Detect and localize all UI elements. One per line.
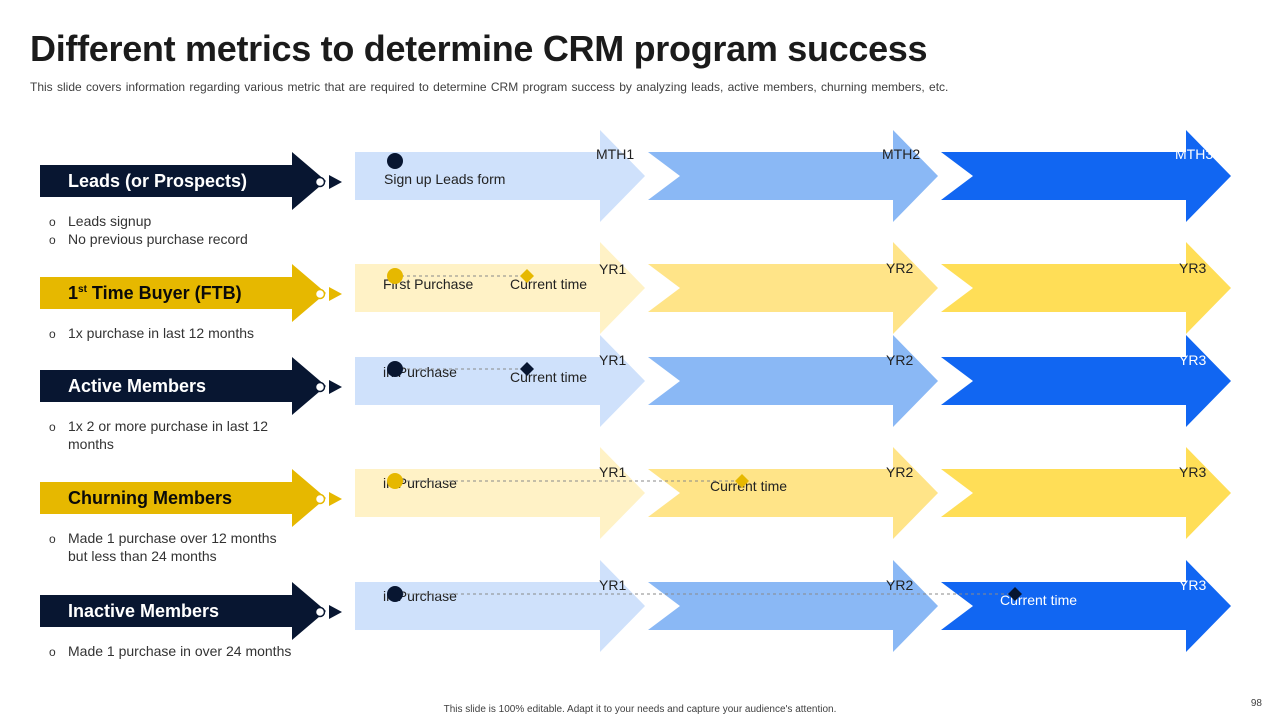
metric-label-arrow: Active Members [40, 357, 326, 415]
timeline-segment-arrow [648, 447, 938, 539]
timeline-segment-label: YR2 [886, 464, 914, 480]
footer-note: This slide is 100% editable. Adapt it to… [443, 704, 837, 715]
bullet-item: No previous purchase record [48, 230, 298, 249]
timeline-segment-label: YR2 [886, 577, 914, 593]
label-arrow-shape [40, 357, 326, 415]
page-number: 98 [1250, 698, 1262, 709]
connector-icon [314, 175, 342, 189]
label-arrow-shape [40, 152, 326, 210]
label-arrow-shape [40, 582, 326, 640]
bullet-item: 1x 2 or more purchase in last 12 months [48, 417, 298, 453]
timeline-segment-arrow [648, 335, 938, 427]
metric-name: Active Members [68, 357, 206, 415]
timeline-segment-label: YR3 [1179, 464, 1207, 480]
metric-bullets: Made 1 purchase in over 24 months [48, 642, 298, 661]
timeline-arrows [355, 560, 1231, 652]
timeline-segment-arrow [941, 130, 1231, 222]
metric-label-arrow: 1st Time Buyer (FTB) [40, 264, 326, 322]
timeline-track: YR1 YR2 YR3 in Purchase Current time [355, 335, 1250, 427]
timeline-segment-arrow [355, 335, 645, 427]
timeline-segment-label: MTH3 [1175, 146, 1214, 162]
timeline-segment-label: YR3 [1179, 260, 1207, 276]
label-arrow-shape [40, 469, 326, 527]
metric-name-main: 1 [68, 283, 79, 303]
connector-icon [314, 380, 342, 394]
timeline-segment-arrow [941, 560, 1231, 652]
bullet-item: 1x purchase in last 12 months [48, 324, 298, 343]
timeline-arrows [355, 242, 1231, 334]
timeline-segment-label: YR3 [1179, 352, 1207, 368]
timeline-arrows [355, 130, 1231, 222]
connector-icon [314, 492, 342, 506]
connector-icon [314, 287, 342, 301]
timeline-segment-label: YR1 [599, 261, 627, 277]
timeline-track: YR1 YR2 YR3 in Purchase Current time [355, 560, 1250, 652]
metric-name-main: Churning Members [68, 488, 233, 508]
bullet-item: Made 1 purchase over 12 months but less … [48, 529, 298, 565]
metric-bullets: Made 1 purchase over 12 months but less … [48, 529, 298, 565]
metric-name-main: Leads (or Prospects) [68, 171, 248, 191]
metric-bullets: 1x 2 or more purchase in last 12 months [48, 417, 298, 453]
event-label: Current time [710, 478, 788, 494]
timeline-segment-arrow [941, 242, 1231, 334]
bullet-item: Made 1 purchase in over 24 months [48, 642, 298, 661]
timeline-segment-label: MTH2 [882, 146, 921, 162]
event-label: in Purchase [383, 364, 457, 380]
timeline-segment-arrow [355, 560, 645, 652]
metric-row: Churning MembersMade 1 purchase over 12 … [0, 447, 1280, 589]
timeline-segment-label: YR1 [599, 352, 627, 368]
connector-icon [314, 605, 342, 619]
timeline-segment-arrow [355, 242, 645, 334]
timeline-segment-arrow [648, 560, 938, 652]
metric-name: Inactive Members [68, 582, 219, 640]
timeline-segment-arrow [941, 447, 1231, 539]
event-label: in Purchase [383, 475, 457, 491]
metric-bullets: 1x purchase in last 12 months [48, 324, 298, 343]
timeline-arrows [355, 447, 1231, 539]
metric-name-rest: Time Buyer (FTB) [86, 283, 242, 303]
timeline-segment-label: YR3 [1179, 577, 1207, 593]
timeline-segment-arrow [941, 335, 1231, 427]
bullet-item: Leads signup [48, 212, 298, 231]
metric-row: Inactive MembersMade 1 purchase in over … [0, 560, 1280, 702]
metric-name: Leads (or Prospects) [68, 152, 247, 210]
metric-name-main: Inactive Members [68, 601, 220, 621]
event-label: Current time [510, 276, 588, 292]
metric-label-arrow: Churning Members [40, 469, 326, 527]
timeline-segment-label: YR2 [886, 260, 914, 276]
metric-label-arrow: Leads (or Prospects) [40, 152, 326, 210]
metric-label-arrow: Inactive Members [40, 582, 326, 640]
timeline-segment-arrow [355, 447, 645, 539]
metric-row: 1st Time Buyer (FTB) 1x purchase in last … [0, 242, 1280, 384]
event-label: Current time [510, 369, 588, 385]
event-label: Sign up Leads form [384, 171, 506, 187]
timeline-segment-arrow [648, 242, 938, 334]
timeline-track: YR1 YR2 YR3 in Purchase Current time [355, 447, 1250, 539]
metric-name: 1st Time Buyer (FTB) [68, 264, 242, 322]
event-label: First Purchase [383, 276, 474, 292]
timeline-arrows [355, 335, 1231, 427]
label-arrow-shape [40, 264, 326, 322]
metric-name-sup: st [78, 284, 87, 295]
page-title: Different metrics to determine CRM progr… [30, 28, 928, 69]
timeline-segment-arrow [648, 130, 938, 222]
event-label: in Purchase [383, 588, 457, 604]
metric-name-main: Active Members [68, 376, 207, 396]
page-subtitle: This slide covers information regarding … [30, 80, 949, 94]
timeline-segment-arrow [355, 130, 645, 222]
metric-row: Active Members 1x 2 or more purchase in l… [0, 335, 1280, 477]
metric-bullets: Leads signupNo previous purchase record [48, 212, 298, 249]
metric-row: Leads (or Prospects) Leads signupNo previ… [0, 130, 1280, 272]
timeline-segment-label: YR1 [599, 577, 627, 593]
metric-name: Churning Members [68, 469, 232, 527]
timeline-segment-label: YR1 [599, 464, 627, 480]
event-label: Current time [1000, 592, 1078, 608]
timeline-segment-label: MTH1 [596, 146, 635, 162]
timeline-segment-label: YR2 [886, 352, 914, 368]
